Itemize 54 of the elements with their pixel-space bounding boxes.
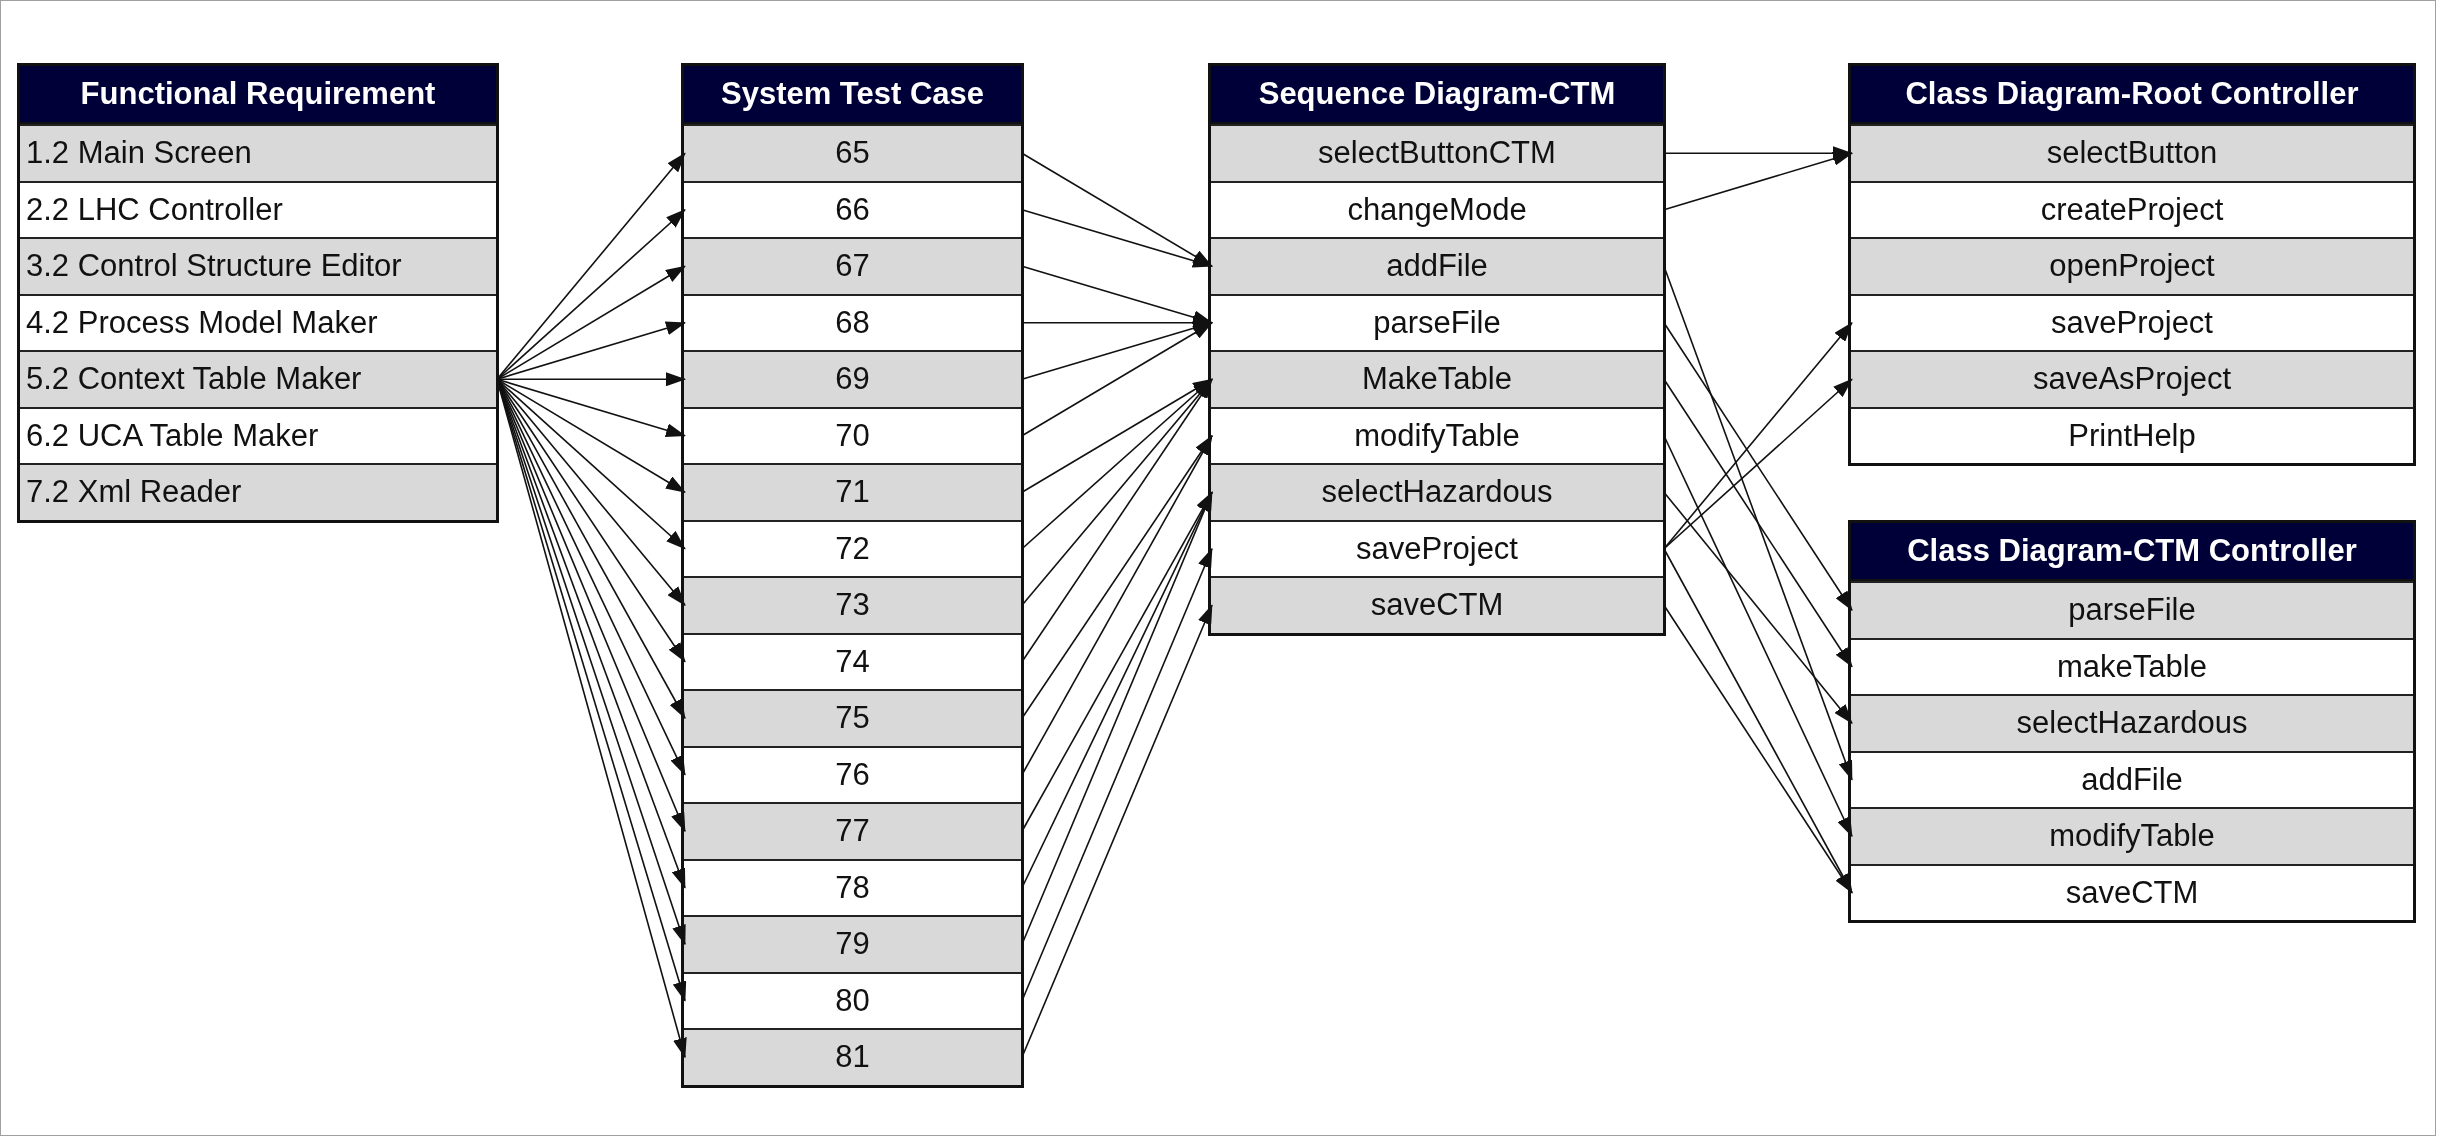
arrow bbox=[496, 265, 686, 381]
table-row: 1.2 Main Screen bbox=[20, 124, 496, 181]
table-row: 81 bbox=[684, 1028, 1021, 1085]
table-heading: Sequence Diagram-CTM bbox=[1258, 76, 1616, 112]
arrow bbox=[1663, 491, 1853, 725]
table-row: 7.2 Xml Reader bbox=[20, 463, 496, 520]
table bbox=[17, 63, 499, 523]
arrow bbox=[1021, 265, 1213, 325]
table-row: parseFile bbox=[1851, 581, 2413, 638]
table-row: modifyTable bbox=[1851, 807, 2413, 864]
arrow bbox=[496, 372, 686, 387]
table-heading: Class Diagram-CTM Controller bbox=[1907, 533, 2357, 569]
arrow bbox=[1021, 321, 1213, 381]
table bbox=[1208, 63, 1666, 636]
table-row: openProject bbox=[1851, 237, 2413, 294]
arrow bbox=[1021, 208, 1213, 268]
table-row: saveAsProject bbox=[1851, 350, 2413, 407]
table-row: selectHazardous bbox=[1211, 463, 1663, 520]
arrow bbox=[1021, 378, 1213, 494]
table-row: selectButton bbox=[1851, 124, 2413, 181]
arrow bbox=[496, 378, 686, 494]
table-heading: Class Diagram-Root Controller bbox=[1905, 76, 2359, 112]
arrow bbox=[1021, 378, 1213, 607]
table-row: 75 bbox=[684, 689, 1021, 746]
arrow bbox=[1663, 378, 1853, 668]
arrow bbox=[1663, 378, 1853, 550]
arrow bbox=[1021, 378, 1213, 550]
arrow bbox=[1021, 434, 1213, 720]
arrow bbox=[1663, 152, 1853, 211]
table-row: selectHazardous bbox=[1851, 694, 2413, 751]
table-row: addFile bbox=[1211, 237, 1663, 294]
table-row: 3.2 Control Structure Editor bbox=[20, 237, 496, 294]
table-row: saveCTM bbox=[1211, 576, 1663, 633]
table bbox=[681, 63, 1024, 1088]
arrow bbox=[1663, 321, 1853, 612]
table-row: 69 bbox=[684, 350, 1021, 407]
table-heading: Functional Requirement bbox=[80, 76, 436, 112]
table-row: 5.2 Context Table Maker bbox=[20, 350, 496, 407]
table bbox=[1848, 63, 2416, 466]
arrow bbox=[1021, 152, 1213, 268]
table bbox=[1848, 520, 2416, 923]
table-row: 67 bbox=[684, 237, 1021, 294]
table-row: MakeTable bbox=[1211, 350, 1663, 407]
table-row: 65 bbox=[684, 124, 1021, 181]
table-row: 73 bbox=[684, 576, 1021, 633]
arrow bbox=[1021, 378, 1213, 663]
table-row: selectButtonCTM bbox=[1211, 124, 1663, 181]
arrow bbox=[1021, 434, 1213, 776]
table-row: 79 bbox=[684, 915, 1021, 972]
arrow bbox=[1663, 604, 1853, 894]
table-row: 71 bbox=[684, 463, 1021, 520]
table-row: 77 bbox=[684, 802, 1021, 859]
arrow bbox=[1021, 321, 1213, 437]
table-heading: System Test Case bbox=[720, 76, 985, 112]
